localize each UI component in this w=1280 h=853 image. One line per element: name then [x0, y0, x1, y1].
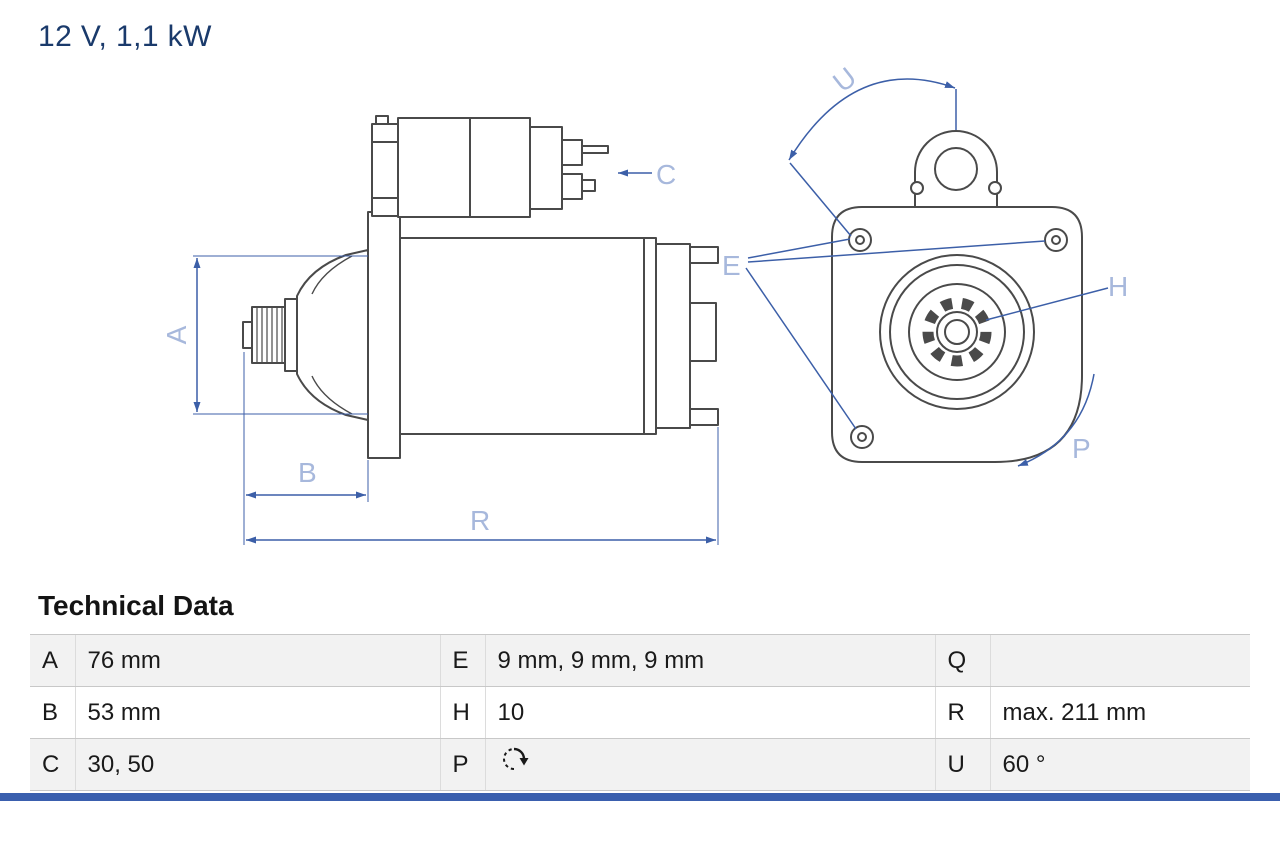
- dimension-label-h: H: [1108, 271, 1128, 302]
- drive-gear-front: [922, 297, 992, 367]
- bolt-hole-top-right: [1044, 228, 1068, 252]
- table-row-1: A 76 mm E 9 mm, 9 mm, 9 mm Q: [30, 634, 1250, 687]
- param-key-B: B: [30, 686, 75, 739]
- dimension-label-u: U: [827, 61, 862, 98]
- param-key-A: A: [30, 634, 75, 687]
- pinion-gear: [251, 306, 286, 364]
- param-value-E: 9 mm, 9 mm, 9 mm: [484, 634, 935, 687]
- dimension-label-r: R: [470, 505, 490, 536]
- param-key-R: R: [934, 686, 990, 739]
- bottom-accent-bar: [0, 793, 1280, 801]
- param-key-U: U: [934, 738, 990, 791]
- dimension-label-e: E: [722, 250, 741, 281]
- param-value-C: 30, 50: [74, 738, 440, 791]
- param-value-P: [484, 738, 935, 791]
- bolt-hole-top-left: [848, 228, 872, 252]
- param-value-A: 76 mm: [74, 634, 440, 687]
- param-value-H: 10: [484, 686, 935, 739]
- technical-data-table: A 76 mm E 9 mm, 9 mm, 9 mm Q B 53 mm H 1…: [30, 634, 1250, 791]
- dimension-label-c: C: [656, 159, 676, 190]
- param-key-E: E: [439, 634, 485, 687]
- page-title: 12 V, 1,1 kW: [38, 20, 212, 53]
- dimension-label-b: B: [298, 457, 317, 488]
- bolt-hole-bottom-left: [850, 425, 874, 449]
- mounting-flange: [367, 211, 401, 459]
- front-view: [831, 130, 1083, 463]
- motor-body: [399, 237, 719, 435]
- drive-housing: [284, 249, 369, 421]
- table-row-3: C 30, 50 P U 60 °: [30, 738, 1250, 791]
- shaft-tip: [242, 321, 253, 349]
- param-key-P: P: [439, 738, 485, 791]
- dimension-label-p: P: [1072, 433, 1091, 464]
- param-key-Q: Q: [934, 634, 990, 687]
- technical-data-heading: Technical Data: [38, 590, 234, 621]
- table-row-2: B 53 mm H 10 R max. 211 mm: [30, 686, 1250, 739]
- technical-data-section: Technical Data A 76 mm E 9 mm, 9 mm, 9 m…: [30, 588, 1250, 791]
- param-value-R: max. 211 mm: [989, 686, 1250, 739]
- param-value-U: 60 °: [989, 738, 1250, 791]
- rotation-clockwise-icon: [498, 744, 530, 781]
- solenoid: [371, 115, 609, 218]
- side-view: [242, 115, 719, 459]
- dimension-lines: [193, 78, 1109, 545]
- param-value-B: 53 mm: [74, 686, 440, 739]
- starter-motor-technical-drawing: A B R C E H U P: [161, 61, 1128, 545]
- param-key-H: H: [439, 686, 485, 739]
- param-value-Q: [989, 634, 1250, 687]
- param-key-C: C: [30, 738, 75, 791]
- dimension-label-a: A: [161, 325, 192, 344]
